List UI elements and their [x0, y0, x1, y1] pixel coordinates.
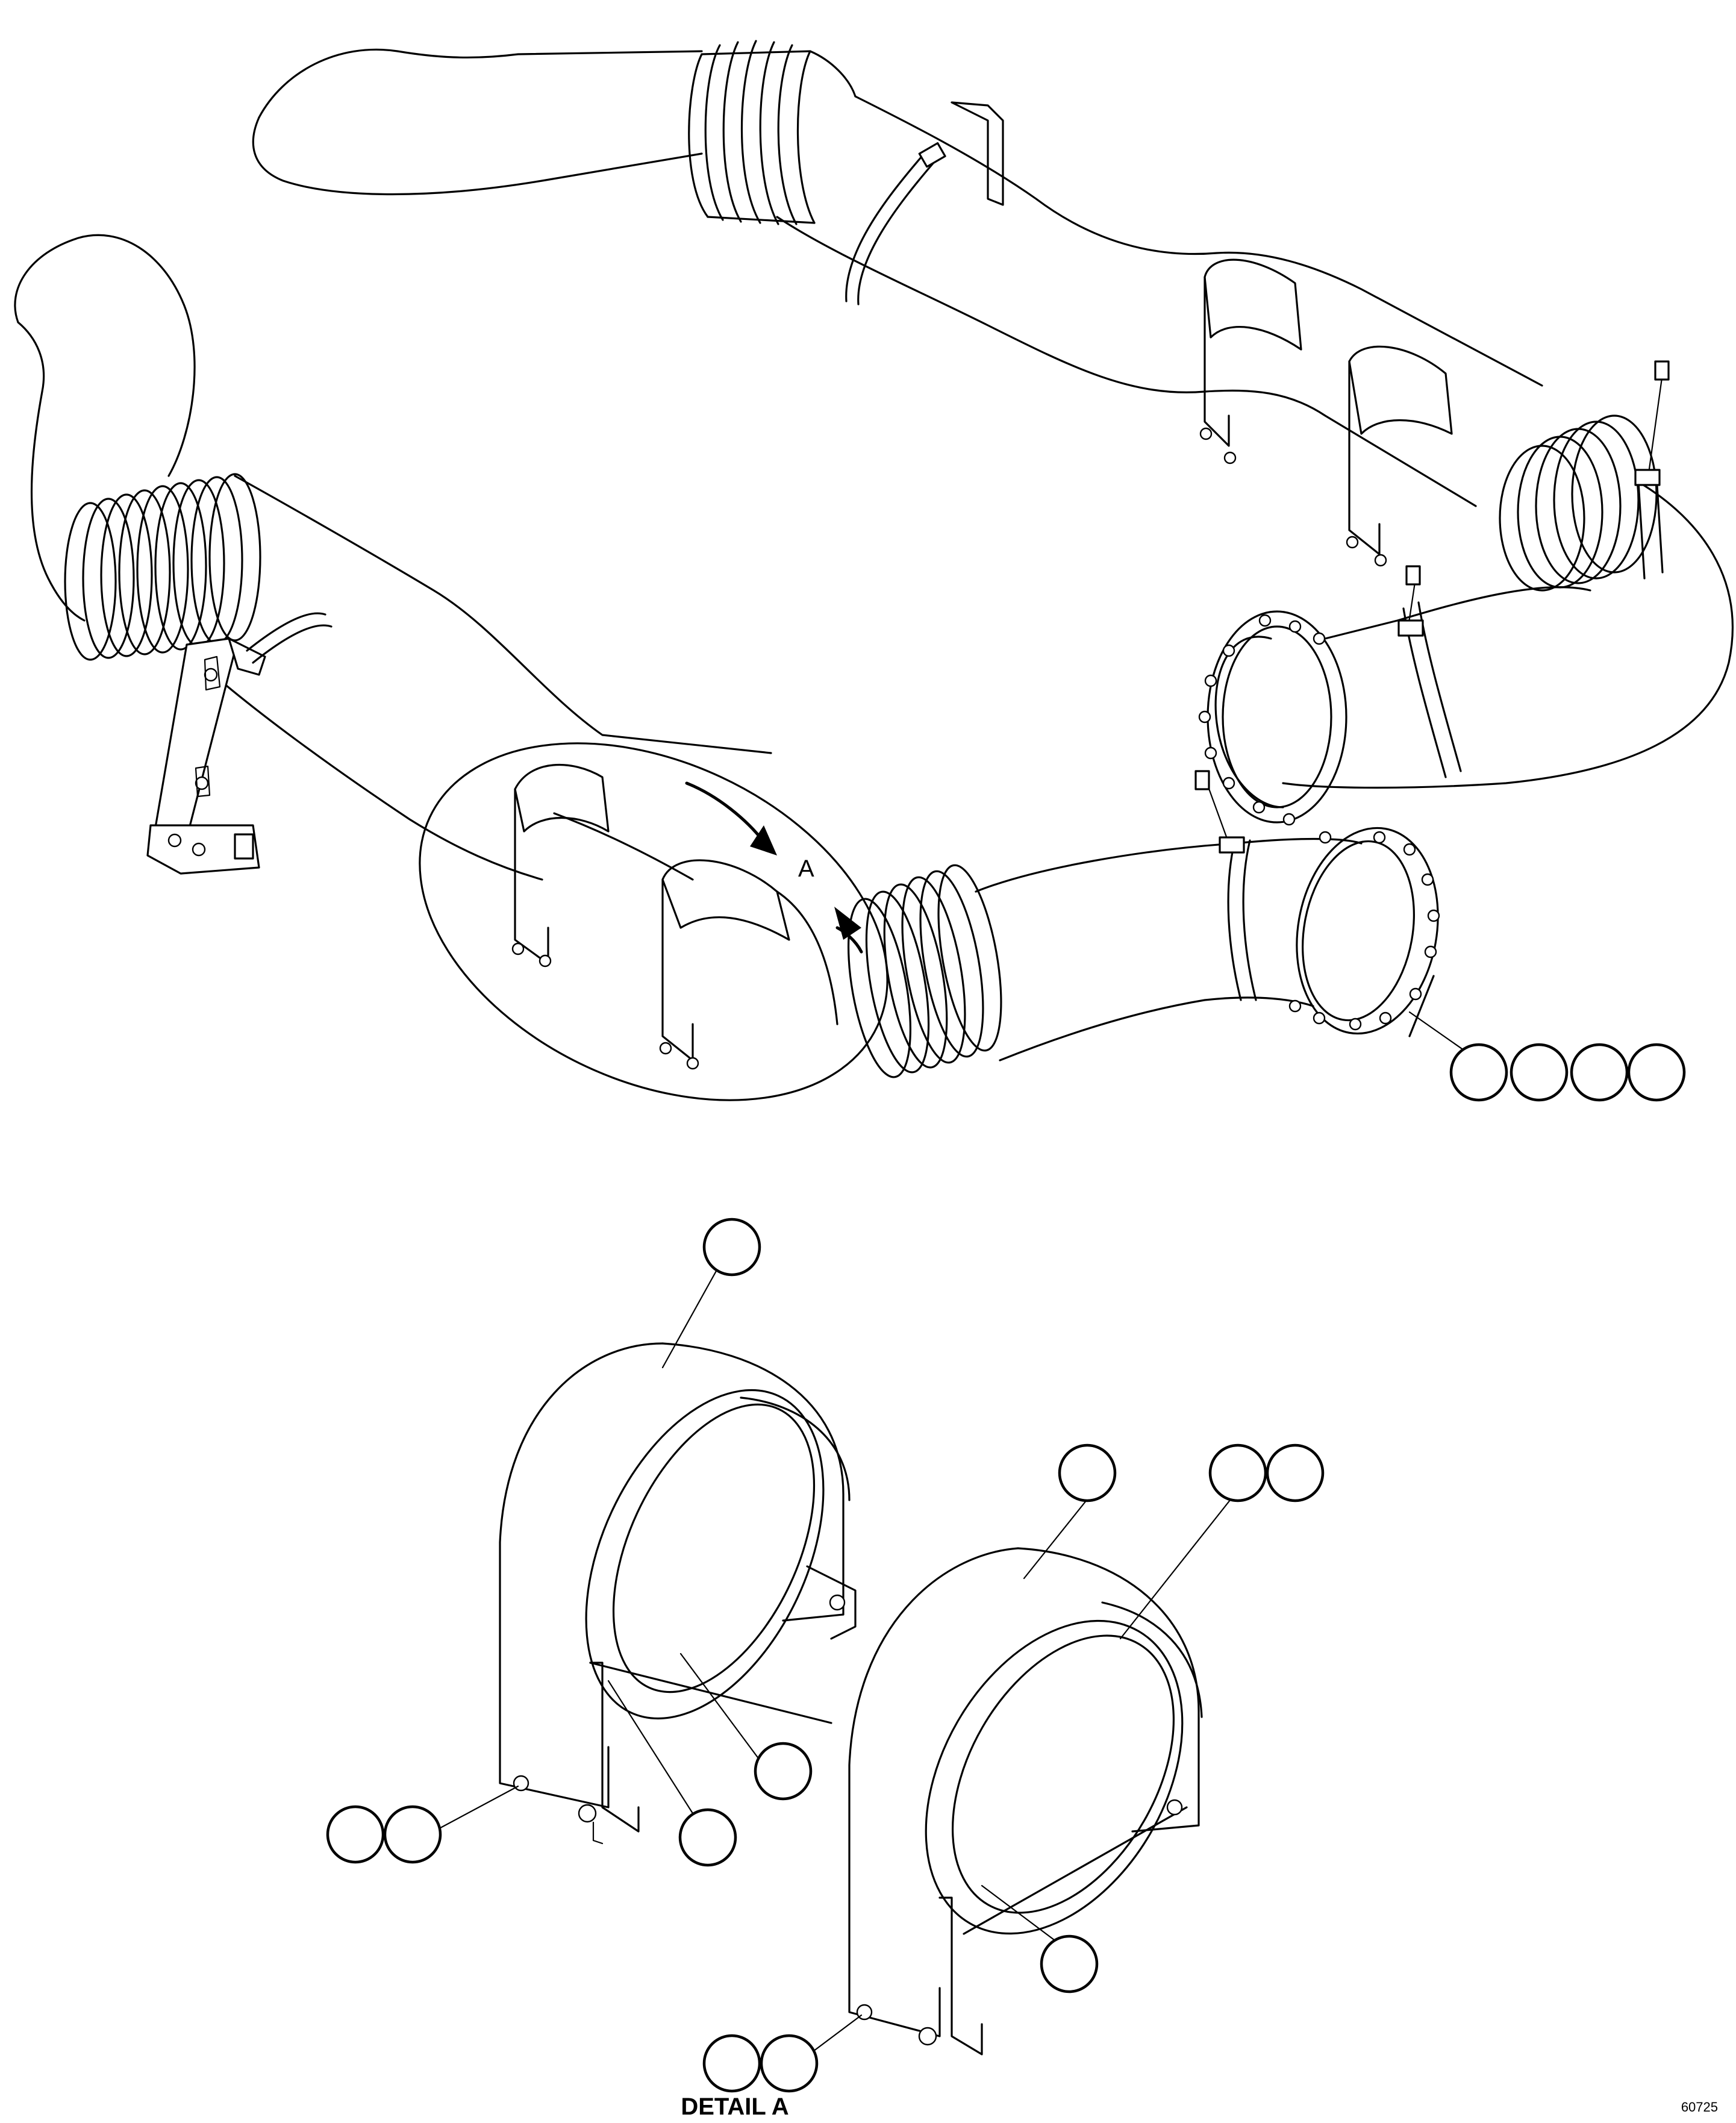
lower-bellows [847, 864, 1002, 1078]
detail-caption: DETAIL A [681, 2093, 788, 2120]
callout-balloon [1266, 1443, 1325, 1502]
upper-pipe-run [252, 40, 1734, 824]
right-bellows [1499, 414, 1658, 592]
flange-bolts [1198, 614, 1440, 1031]
callout-balloon [1058, 1443, 1117, 1502]
callout-balloon [1627, 1043, 1686, 1102]
upper-bellows [688, 40, 816, 225]
callout-balloon [702, 1218, 761, 1277]
left-mounting-bracket [146, 637, 266, 875]
upper-outlet-flange [1207, 610, 1347, 824]
callout-balloon [1570, 1043, 1629, 1102]
upper-clamp-1 [1199, 258, 1302, 464]
upper-clamp-2 [1346, 345, 1453, 567]
callout-balloon [326, 1805, 385, 1864]
callout-balloon [383, 1805, 442, 1864]
figure-number: 60725 [1681, 2100, 1718, 2115]
upper-hanger-bracket [845, 101, 1004, 305]
callout-balloon [678, 1808, 737, 1867]
left-bellows [64, 473, 261, 661]
detail-a-callout-ellipse [419, 742, 888, 1101]
detail-a-callouts [326, 1218, 1325, 2093]
callout-balloon [1208, 1443, 1267, 1502]
detail-a-pointer [685, 781, 863, 954]
detail-marker-label: A [798, 855, 814, 882]
callout-balloon [1040, 1934, 1099, 1993]
callout-balloon [702, 2034, 761, 2093]
callout-balloon [1510, 1043, 1569, 1102]
callout-balloon [754, 1742, 813, 1801]
callout-balloon [1449, 1043, 1508, 1102]
lower-pipe-run [14, 234, 1439, 1101]
detail-a-shield-left [499, 1342, 857, 1845]
callout-balloon [760, 2034, 819, 2093]
detail-a-shield-right [848, 1547, 1203, 2056]
callout-group-flange [1408, 1011, 1686, 1102]
lower-outlet-flange [1296, 827, 1439, 1037]
